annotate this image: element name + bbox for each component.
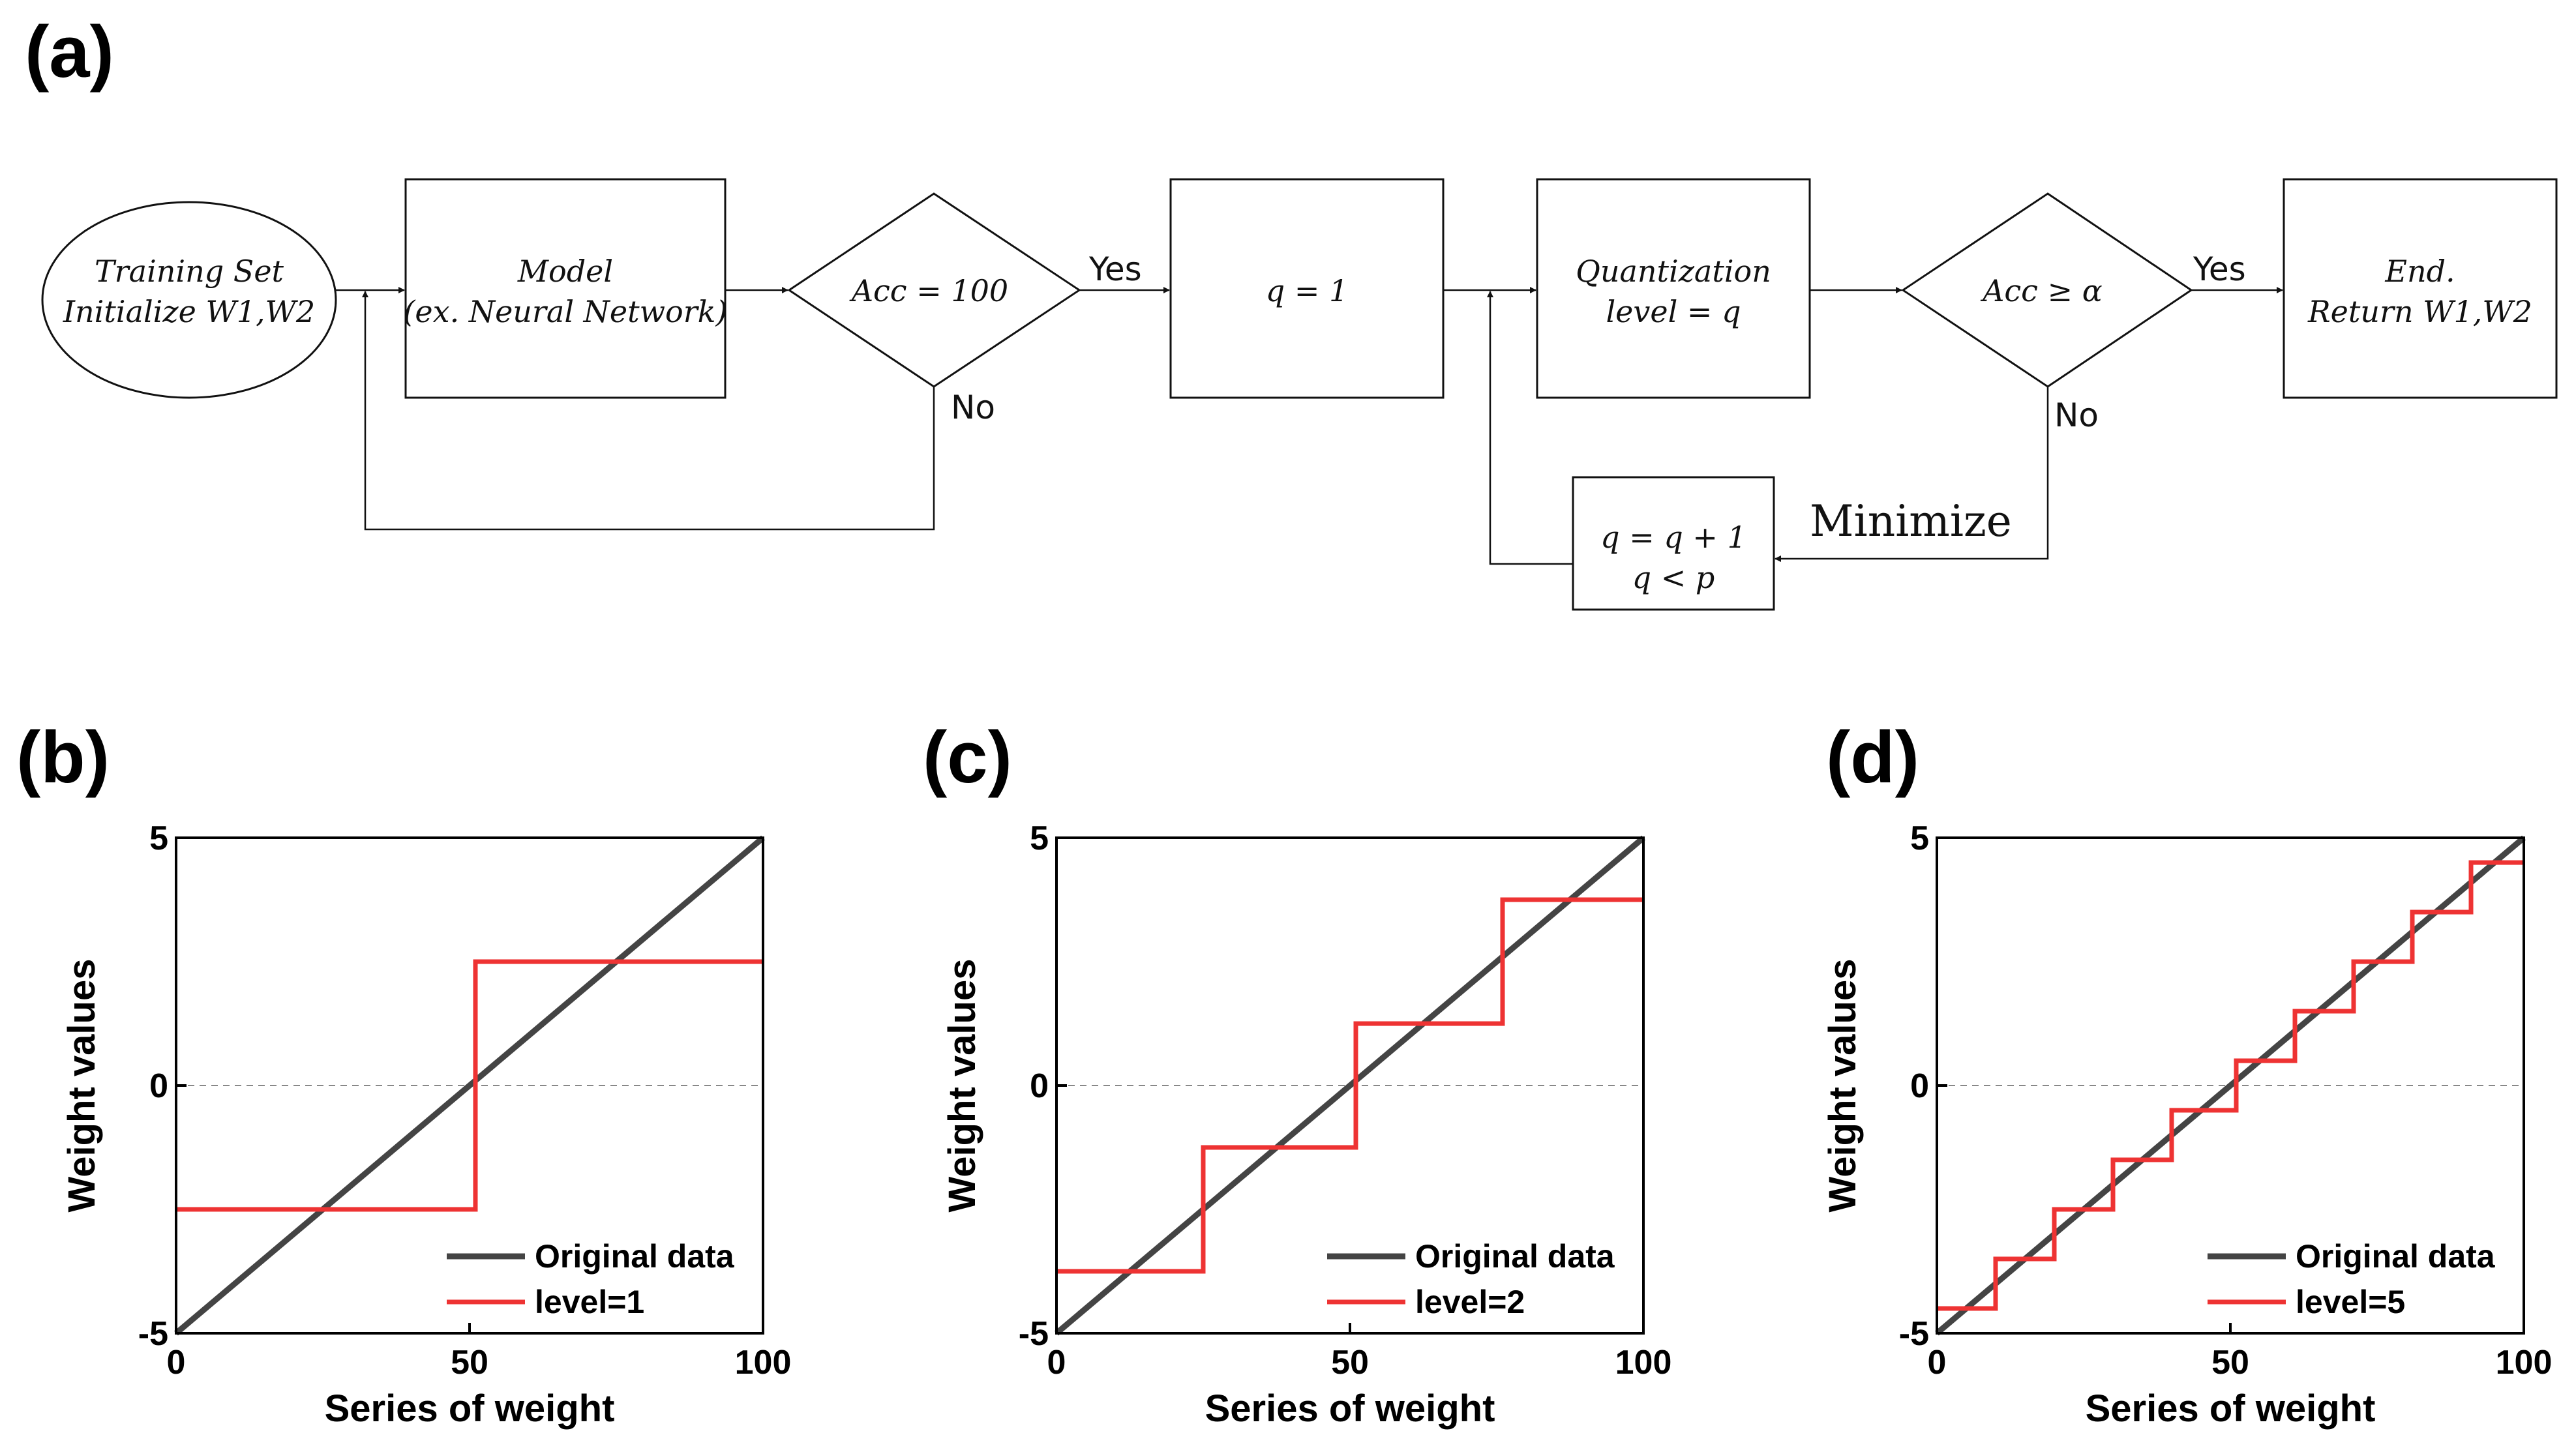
edge-label-yes-1: Yes — [1088, 250, 1142, 288]
y-axis-title: Weight values — [941, 959, 983, 1213]
node-q-init-label: q = 1 — [1266, 273, 1349, 308]
node-increment-line-1: q = q + 1 — [1600, 520, 1746, 555]
legend-label: level=2 — [1415, 1284, 1525, 1320]
node-end: End. Return W1,W2 — [2283, 178, 2558, 399]
node-start: Training Set Initialize W1,W2 — [41, 201, 337, 399]
node-end-line-2: Return W1,W2 — [2307, 294, 2532, 329]
flowchart: (a) Training Set Initialize W1,W2 Model … — [25, 11, 2558, 611]
x-tick-label: 100 — [1615, 1344, 1672, 1382]
series-line-quantized — [1937, 860, 2524, 1311]
panel-label-a: (a) — [25, 11, 114, 93]
y-axis-title: Weight values — [1821, 959, 1864, 1213]
legend-label: Original data — [2296, 1238, 2496, 1275]
series-line-original — [1935, 835, 2526, 1336]
y-tick-label: -5 — [138, 1315, 168, 1353]
flowchart-edges — [336, 287, 2283, 565]
node-acc-check-label: Acc = 100 — [849, 273, 1008, 308]
x-tick-label: 50 — [451, 1344, 488, 1382]
node-increment: q = q + 1 q < p — [1572, 476, 1775, 611]
y-tick-label: 0 — [1030, 1067, 1049, 1105]
node-quantize-line-1: Quantization — [1576, 254, 1771, 289]
y-tick-label: -5 — [1019, 1315, 1049, 1353]
panel-label-c: (c) — [923, 717, 1012, 798]
node-quantize-line-2: level = q — [1606, 294, 1741, 329]
node-model-line-1: Model — [517, 254, 613, 289]
legend-label: Original data — [535, 1238, 735, 1275]
node-quantize: Quantization level = q — [1536, 178, 1811, 399]
y-tick-label: -5 — [1899, 1315, 1929, 1353]
node-acc-check: Acc = 100 — [787, 192, 1081, 388]
node-start-line-2: Initialize W1,W2 — [63, 294, 315, 329]
node-end-line-1: End. — [2384, 254, 2455, 289]
legend-label: level=5 — [2296, 1284, 2405, 1320]
node-acc-alpha-label: Acc ≥ α — [1980, 273, 2103, 308]
node-model: Model (ex. Neural Network) — [403, 178, 728, 399]
series-line-original — [1055, 835, 1645, 1336]
y-axis-title: Weight values — [61, 959, 103, 1213]
node-model-line-2: (ex. Neural Network) — [403, 294, 727, 329]
y-tick-label: 5 — [149, 820, 168, 857]
panel-label-d: (d) — [1826, 717, 1919, 798]
edge-label-minimize: Minimize — [1810, 496, 2012, 546]
y-tick-label: 0 — [1910, 1067, 1929, 1105]
node-acc-alpha: Acc ≥ α — [1901, 192, 2193, 388]
x-tick-label: 0 — [1047, 1344, 1066, 1382]
edge-label-no-2: No — [2054, 396, 2099, 434]
edge-increment-to-quantize — [1487, 291, 1573, 565]
x-tick-label: 0 — [167, 1344, 186, 1382]
edge-acc-no-loop — [362, 291, 935, 531]
x-axis-title: Series of weight — [325, 1387, 615, 1430]
x-axis-title: Series of weight — [2086, 1387, 2376, 1430]
x-tick-label: 50 — [2211, 1344, 2249, 1382]
x-tick-label: 100 — [2496, 1344, 2553, 1382]
panel-label-b: (b) — [16, 717, 110, 798]
node-increment-line-2: q < p — [1632, 560, 1715, 595]
y-tick-label: 5 — [1030, 820, 1049, 857]
legend-label: Original data — [1415, 1238, 1615, 1275]
x-tick-label: 100 — [735, 1344, 792, 1382]
series-line-original — [174, 835, 765, 1336]
legend-label: level=1 — [535, 1284, 644, 1320]
x-tick-label: 0 — [1928, 1344, 1947, 1382]
edge-alpha-no-to-increment — [1775, 387, 2049, 562]
x-tick-label: 50 — [1331, 1344, 1369, 1382]
node-q-init: q = 1 — [1169, 178, 1445, 399]
series-line-quantized — [1056, 897, 1643, 1274]
series-line-quantized — [176, 959, 763, 1212]
edge-label-yes-2: Yes — [2193, 250, 2246, 288]
y-tick-label: 0 — [149, 1067, 168, 1105]
y-tick-label: 5 — [1910, 820, 1929, 857]
node-start-line-1: Training Set — [95, 254, 284, 289]
x-axis-title: Series of weight — [1205, 1387, 1495, 1430]
edge-label-no-1: No — [951, 389, 995, 426]
